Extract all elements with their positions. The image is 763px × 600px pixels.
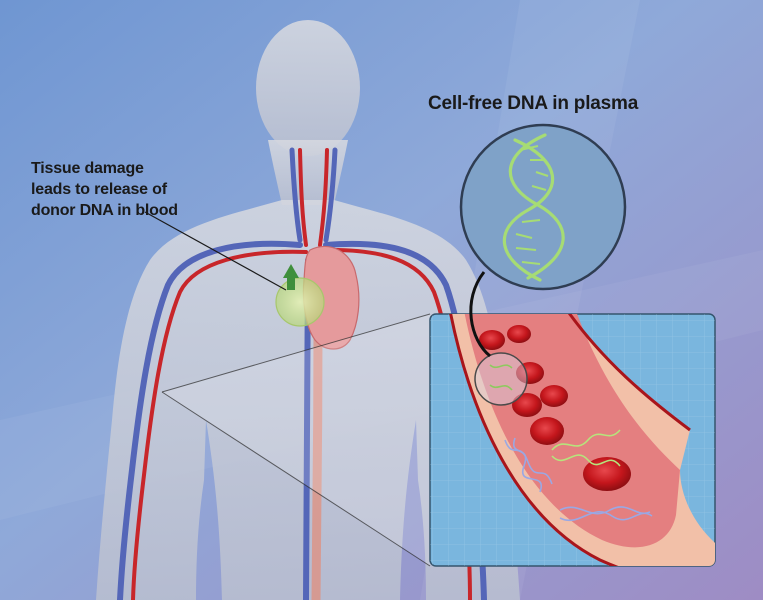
- tissue-damage-line-2: leads to release of: [31, 181, 167, 198]
- tissue-damage-line-3: donor DNA in blood: [31, 202, 178, 219]
- tissue-damage-pointer: [144, 211, 287, 291]
- magnifier-connector: [469, 271, 491, 358]
- cfdna-title-label: Cell-free DNA in plasma: [428, 93, 639, 114]
- vessel-lumen: [462, 314, 680, 548]
- tissue-damage-line-1: Tissue damage: [31, 160, 144, 177]
- dna-base-pairs: [515, 145, 549, 265]
- dna-fragments: [504, 429, 653, 521]
- magnifier-lens: [474, 352, 528, 406]
- cfdna-zoom-circle: [459, 123, 627, 291]
- zoom-projection: [161, 313, 431, 567]
- tissue-damage-label: Tissue damage leads to release of donor …: [31, 158, 178, 221]
- release-arrow-icon: [283, 264, 299, 290]
- tissue-damage-glow: [275, 277, 325, 327]
- plasma-inset: [429, 313, 716, 567]
